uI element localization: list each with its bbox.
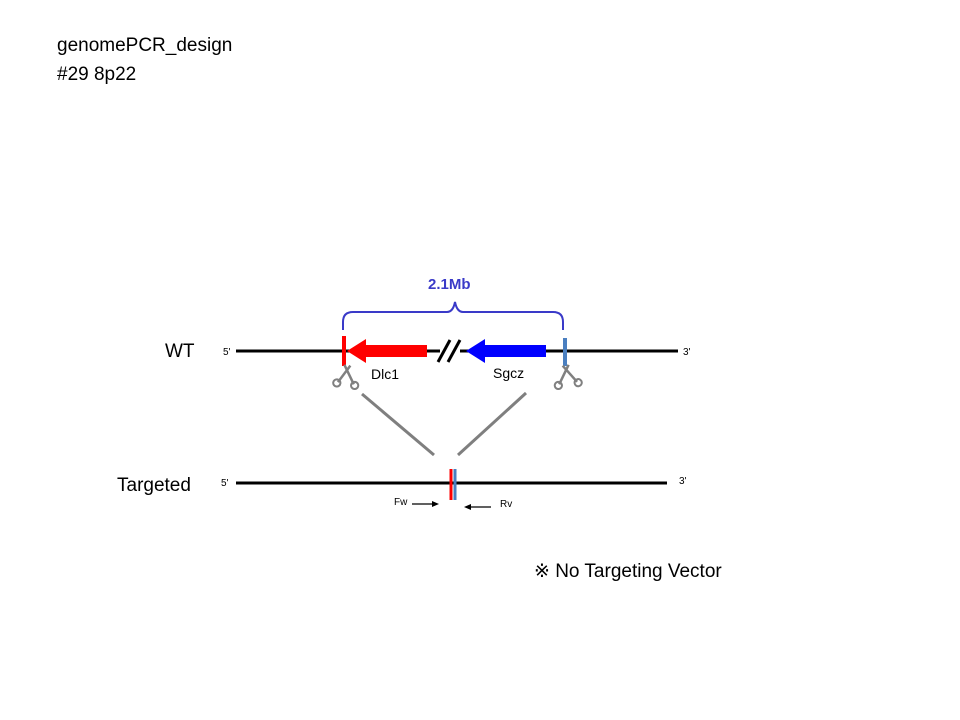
wt-row-label: WT [165,341,195,362]
deletion-size-bracket [342,301,564,330]
diagram-title: genomePCR_design [57,35,233,56]
forward-primer-label: Fw [394,497,408,508]
scissors-icon [332,364,360,391]
dlc1-gene-arrow [347,339,427,363]
deletion-connector-right [456,391,528,457]
reverse-primer-arrow [464,504,491,510]
targeted-five-prime-label: 5' [221,478,229,489]
targeted-three-prime-label: 3' [679,476,687,487]
double-slash-break [436,339,462,363]
scissors-icon [553,364,583,391]
no-targeting-vector-note: ※ No Targeting Vector [534,561,722,582]
wt-three-prime-label: 3' [683,347,691,358]
reverse-primer-label: Rv [500,499,513,510]
deletion-size-label: 2.1Mb [428,276,471,293]
targeted-row-label: Targeted [117,475,191,496]
diagram-subtitle: #29 8p22 [57,64,137,85]
sgcz-gene-arrow [466,339,546,363]
dlc1-gene-label: Dlc1 [371,366,400,382]
deletion-connector-left [361,392,435,457]
forward-primer-arrow [412,501,439,507]
wt-five-prime-label: 5' [223,347,231,358]
sgcz-gene-label: Sgcz [493,365,525,381]
